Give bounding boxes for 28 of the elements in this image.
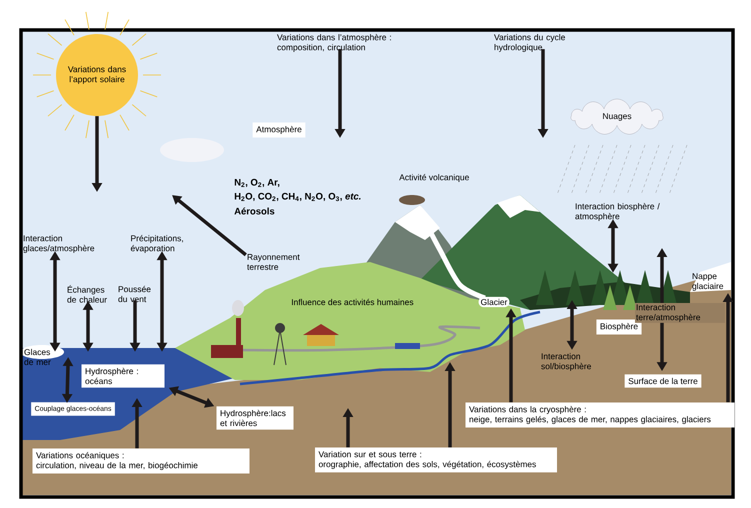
label-box: Variation sur et sous terre : orographie, affectation des sols, végétation, écosystèmes — [315, 448, 557, 472]
annotation-text: H$_{2}$O, CO$_{2}$, CH$_{4}$, N$_{2}$O, O$_{3}$, etc. — [234, 192, 361, 202]
annotation-text: Variations du cycle hydrologique — [494, 34, 565, 52]
label-box: Surface de la terre — [624, 374, 702, 388]
annotation-text: Interaction biosphère / atmosphère — [575, 203, 660, 221]
annotation-text: Activité volcanique — [399, 174, 469, 182]
annotation-text: Interaction glaces/atmosphère — [23, 235, 94, 253]
label-box: Hydrosphère:lacs et rivières — [216, 406, 294, 430]
annotation-text: Rayonnement terrestre — [247, 254, 300, 270]
edge-label: Interaction terre/atmosphère — [635, 303, 725, 323]
label-box: Variations dans la cryosphère : neige, terrains gelés, glaces de mer, nappes glaciaires, glaciers — [466, 402, 734, 428]
annotation-text: Poussée du vent — [118, 286, 151, 302]
node-label: Variations dans la cryosphère : — [469, 406, 586, 414]
annotation-text: Interaction sol/biosphère — [541, 353, 591, 371]
annotation-text: N$_{2}$, O$_{2}$, Ar, — [234, 178, 280, 188]
forest — [520, 270, 690, 310]
cloud: Nuages — [570, 98, 664, 134]
annotation-text: Variations dans l’atmosphère : composition, circulation — [277, 34, 391, 52]
label-box: Hydrosphère : océans — [82, 364, 164, 388]
annotation-text: Influence des activités humaines — [292, 298, 414, 306]
annotation-text: Aérosols — [234, 207, 274, 214]
label-box: Atmosphère — [252, 122, 306, 138]
annotation-text: Échanges de chaleur — [67, 285, 107, 303]
sun: Variations dans l’apport solaire — [32, 12, 162, 138]
node-label: neige, terrains gelés, glaces de mer, nappes glaciaires, glaciers — [470, 416, 711, 424]
annotation-text: Précipitations, évaporation — [130, 235, 183, 253]
annotation-text: Nappe glaciaire — [692, 273, 724, 291]
label-box: Variations océaniques : circulation, niveau de la mer, biogéochimie — [32, 448, 250, 474]
